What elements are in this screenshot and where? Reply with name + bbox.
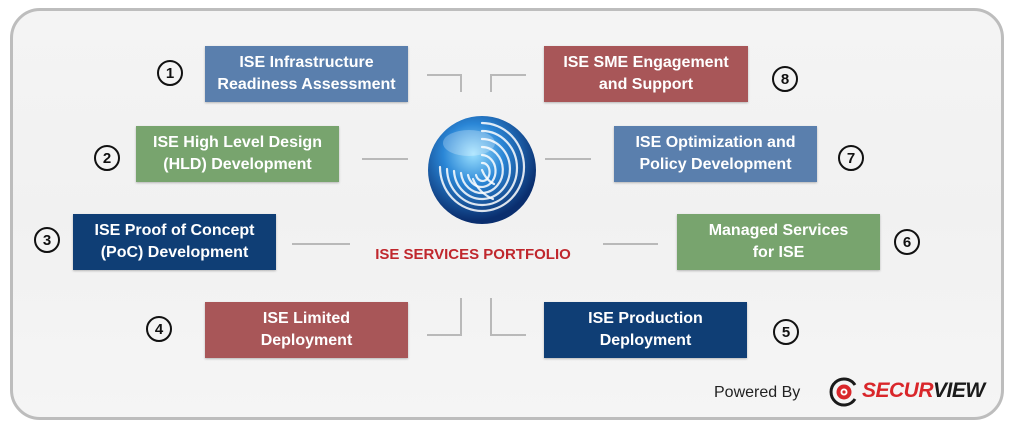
step-number-5: 5 (773, 319, 799, 345)
service-card-production-deployment: ISE Production Deployment (544, 302, 747, 358)
step-number-7: 7 (838, 145, 864, 171)
service-card-infrastructure-readiness: ISE Infrastructure Readiness Assessment (205, 46, 408, 102)
connector-line (490, 298, 492, 336)
connector-line (490, 74, 492, 92)
service-card-sme-engagement: ISE SME Engagement and Support (544, 46, 748, 102)
step-number-3: 3 (34, 227, 60, 253)
service-card-optimization-policy: ISE Optimization and Policy Development (614, 126, 817, 182)
step-number-8: 8 (772, 66, 798, 92)
connector-line (545, 158, 591, 160)
connector-line (490, 74, 526, 76)
portfolio-title: ISE SERVICES PORTFOLIO (375, 246, 571, 263)
connector-line (460, 74, 462, 92)
target-icon (829, 377, 859, 407)
connector-line (603, 243, 658, 245)
service-card-managed-services: Managed Services for ISE (677, 214, 880, 270)
brand-logo: SECURVIEW (862, 379, 985, 402)
connector-line (490, 334, 526, 336)
service-card-hld-development: ISE High Level Design (HLD) Development (136, 126, 339, 182)
connector-line (292, 243, 350, 245)
service-card-poc-development: ISE Proof of Concept (PoC) Development (73, 214, 276, 270)
connector-line (427, 334, 462, 336)
fingerprint-icon (425, 113, 539, 227)
service-card-limited-deployment: ISE Limited Deployment (205, 302, 408, 358)
step-number-2: 2 (94, 145, 120, 171)
powered-by-label: Powered By (714, 384, 801, 401)
connector-line (362, 158, 408, 160)
step-number-4: 4 (146, 316, 172, 342)
step-number-1: 1 (157, 60, 183, 86)
step-number-6: 6 (894, 229, 920, 255)
connector-line (460, 298, 462, 336)
connector-line (427, 74, 462, 76)
